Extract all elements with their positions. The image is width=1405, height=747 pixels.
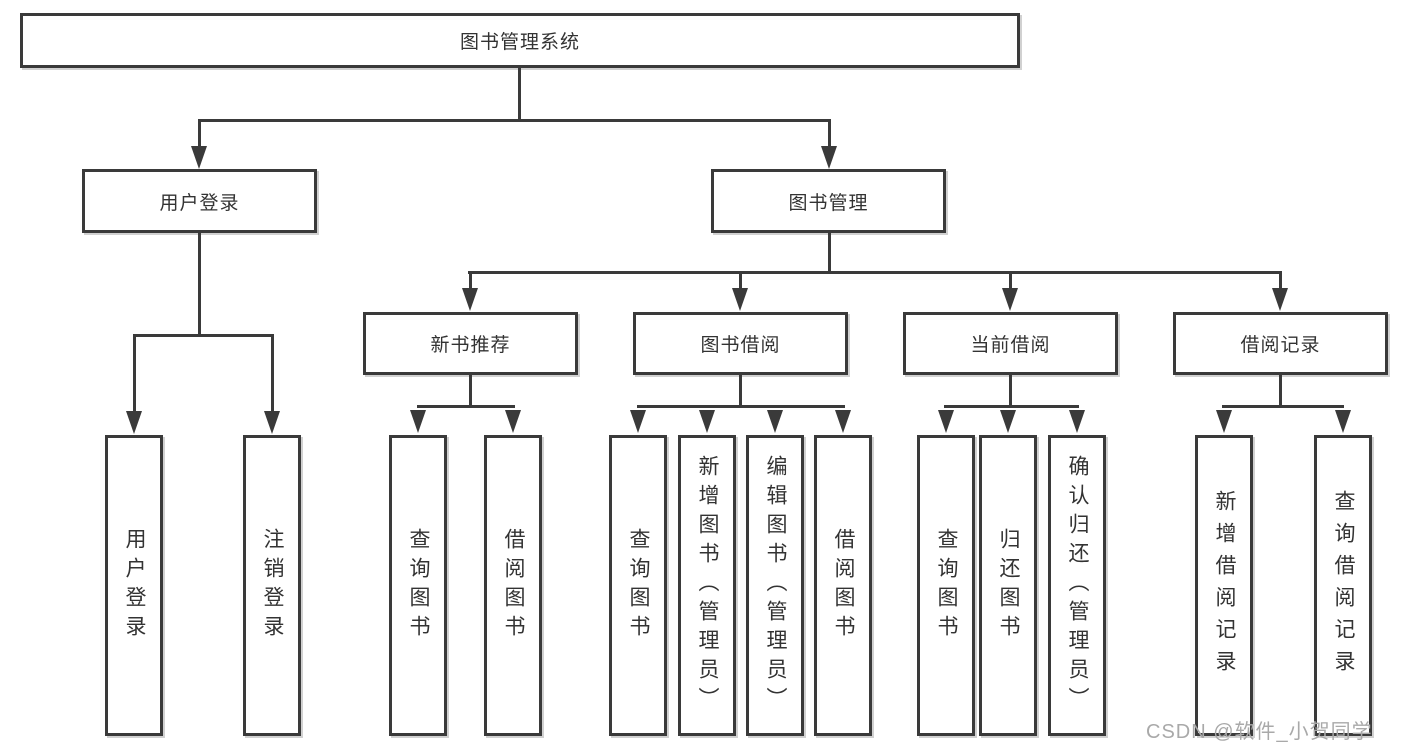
- leaf-query-book: 查询图书: [389, 435, 447, 736]
- connector-line: [1009, 272, 1012, 289]
- node-borrow-records: 借阅记录: [1173, 312, 1388, 375]
- connector-line: [828, 120, 831, 149]
- arrow-down-icon: [191, 146, 207, 169]
- connector-line: [469, 375, 472, 408]
- connector-line: [739, 375, 742, 408]
- connector-line: [133, 335, 136, 412]
- leaf-borrow-book: 借阅图书: [484, 435, 542, 736]
- node-new-book-recommend: 新书推荐: [363, 312, 578, 375]
- leaf-borrow-book: 借阅图书: [814, 435, 872, 736]
- arrow-down-icon: [767, 410, 783, 433]
- arrow-down-icon: [630, 410, 646, 433]
- leaf-logout: 注销登录: [243, 435, 301, 736]
- csdn-watermark: CSDN @软件_小贺同学: [1146, 721, 1373, 743]
- leaf-confirm-return-admin: 确认归还（管理员）: [1048, 435, 1106, 736]
- leaf-label: 用户登录: [123, 527, 146, 644]
- leaf-label: 编辑图书（管理员）: [764, 455, 787, 716]
- leaf-label: 查询图书: [627, 527, 650, 644]
- leaf-add-borrow-record: 新增借阅记录: [1195, 435, 1253, 736]
- leaf-add-book-admin: 新增图书（管理员）: [678, 435, 736, 736]
- arrow-down-icon: [1069, 410, 1085, 433]
- connector-line: [828, 233, 831, 273]
- arrow-down-icon: [410, 410, 426, 433]
- arrow-down-icon: [264, 411, 280, 434]
- leaf-query-borrow-record: 查询借阅记录: [1314, 435, 1372, 736]
- connector-rail: [133, 334, 274, 337]
- leaf-query-book: 查询图书: [917, 435, 975, 736]
- connector-line: [1279, 375, 1282, 408]
- leaf-label: 新增图书（管理员）: [696, 455, 719, 716]
- node-library-system: 图书管理系统: [20, 13, 1020, 68]
- arrow-down-icon: [1335, 410, 1351, 433]
- leaf-label: 确认归还（管理员）: [1066, 455, 1089, 716]
- connector-line: [1009, 375, 1012, 408]
- connector-line: [469, 272, 472, 289]
- node-book-borrow: 图书借阅: [633, 312, 848, 375]
- connector-line: [198, 120, 201, 149]
- connector-line: [739, 272, 742, 289]
- leaf-query-book: 查询图书: [609, 435, 667, 736]
- connector-rail: [637, 405, 845, 408]
- arrow-down-icon: [938, 410, 954, 433]
- connector-level2-rail: [468, 271, 1282, 274]
- connector-line: [198, 233, 201, 336]
- arrow-down-icon: [732, 288, 748, 311]
- arrow-down-icon: [1000, 410, 1016, 433]
- connector-line: [1279, 272, 1282, 289]
- connector-root-stem: [518, 67, 521, 120]
- leaf-label: 借阅图书: [502, 527, 525, 644]
- arrow-down-icon: [1216, 410, 1232, 433]
- node-user-login: 用户登录: [82, 169, 317, 233]
- leaf-label: 查询图书: [935, 527, 958, 644]
- leaf-label: 注销登录: [261, 527, 284, 644]
- connector-rail: [944, 405, 1079, 408]
- connector-line: [271, 335, 274, 412]
- leaf-label: 归还图书: [997, 527, 1020, 644]
- leaf-return-book: 归还图书: [979, 435, 1037, 736]
- arrow-down-icon: [1002, 288, 1018, 311]
- connector-rail: [417, 405, 515, 408]
- node-current-borrow: 当前借阅: [903, 312, 1118, 375]
- leaf-label: 查询图书: [407, 527, 430, 644]
- leaf-label: 查询借阅记录: [1332, 489, 1355, 682]
- node-book-management: 图书管理: [711, 169, 946, 233]
- leaf-user-login: 用户登录: [105, 435, 163, 736]
- arrow-down-icon: [505, 410, 521, 433]
- connector-level1-rail: [198, 119, 831, 122]
- arrow-down-icon: [1272, 288, 1288, 311]
- connector-rail: [1222, 405, 1344, 408]
- arrow-down-icon: [821, 146, 837, 169]
- arrow-down-icon: [126, 411, 142, 434]
- arrow-down-icon: [699, 410, 715, 433]
- leaf-edit-book-admin: 编辑图书（管理员）: [746, 435, 804, 736]
- arrow-down-icon: [462, 288, 478, 311]
- arrow-down-icon: [835, 410, 851, 433]
- leaf-label: 新增借阅记录: [1213, 489, 1236, 682]
- leaf-label: 借阅图书: [832, 527, 855, 644]
